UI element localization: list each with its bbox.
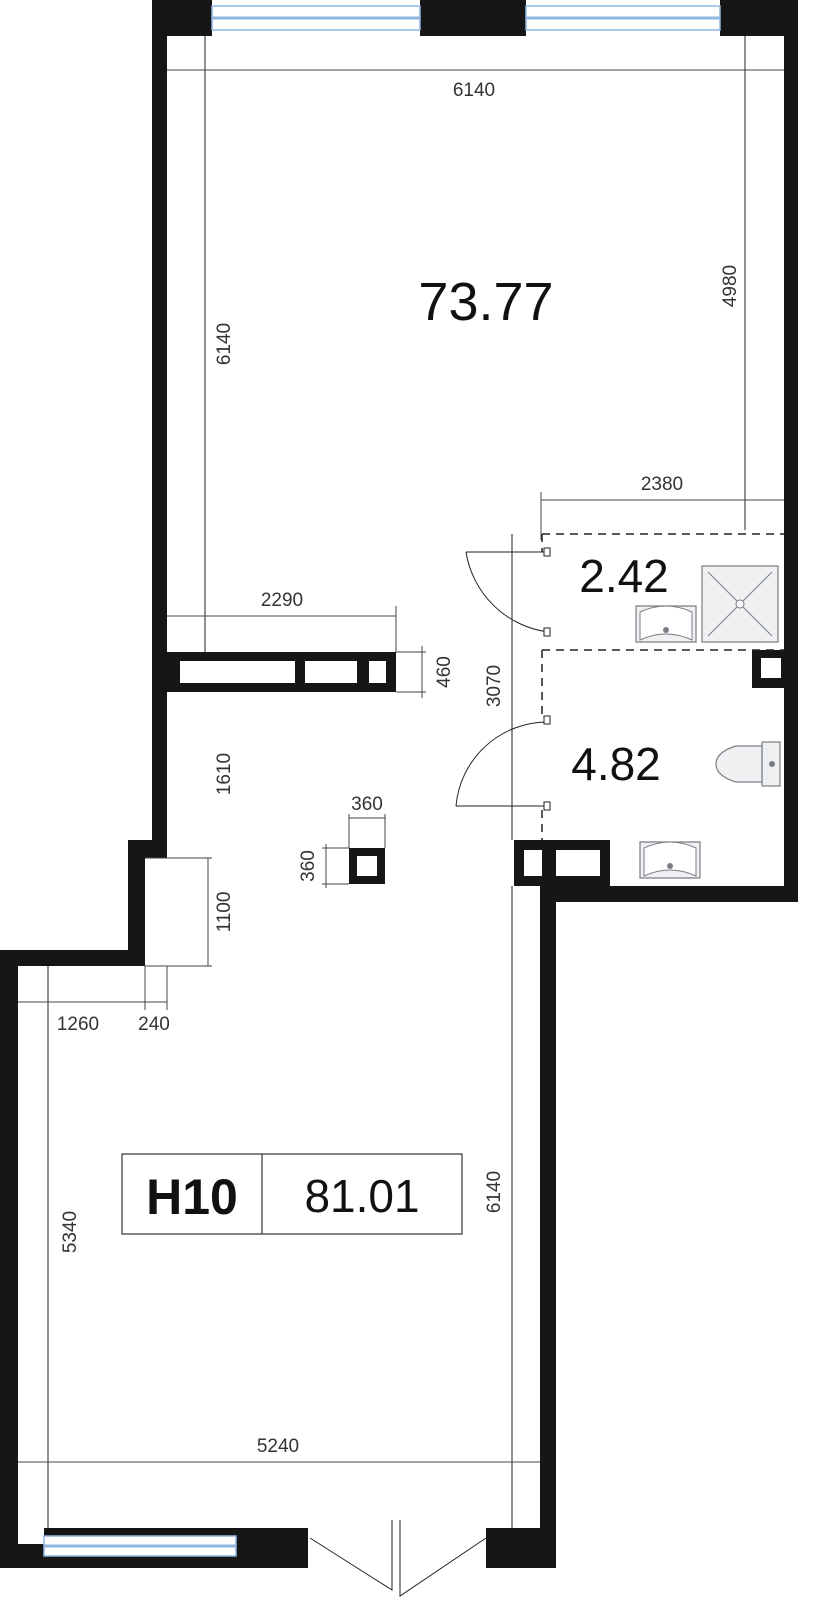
toilet-icon: [715, 741, 781, 787]
doors: [309, 547, 551, 1597]
windows: [43, 5, 721, 1557]
dim-lower-right-height: 6140: [484, 1171, 505, 1213]
dim-partition-width: 2290: [261, 590, 303, 611]
dim-left-mid-height: 1610: [214, 753, 235, 795]
unit-id: H10: [146, 1169, 238, 1225]
dim-column-height: 360: [298, 850, 319, 882]
door-swing-shower: [465, 551, 549, 633]
dimension-lines: [18, 69, 784, 1463]
door-swing-entrance-right: [399, 1520, 487, 1597]
dim-bath-width: 2380: [641, 474, 683, 495]
door-swing-entrance-left: [309, 1520, 393, 1591]
dim-partition-depth: 460: [434, 656, 455, 688]
dim-column-width: 360: [351, 794, 383, 815]
fixtures: [635, 565, 781, 879]
unit-label-box: [121, 1153, 463, 1235]
dim-step-offset: 1260: [57, 1014, 99, 1035]
walls: [0, 0, 798, 1568]
dim-bottom-width: 5240: [257, 1436, 299, 1457]
sink-icon: [639, 841, 701, 879]
room-area-labels: 73.77 2.42 4.82: [418, 272, 668, 790]
bathroom-outlines: [541, 533, 784, 840]
unit-label: H10 81.01: [121, 1153, 463, 1235]
door-swing-wc: [455, 721, 549, 807]
dim-step-height: 1100: [214, 892, 235, 933]
dim-top-width: 6140: [453, 80, 495, 101]
area-wc-room: 4.82: [571, 738, 661, 790]
dim-bath-height: 3070: [484, 665, 505, 707]
dim-right-upper-height: 4980: [720, 265, 741, 307]
shower-tray-icon: [701, 565, 779, 643]
dim-step-depth: 240: [138, 1014, 170, 1035]
dimension-labels: 6140 6140 4980 2380 2290 460 3070 1610 3…: [57, 80, 741, 1457]
area-shower-room: 2.42: [579, 550, 669, 602]
sink-icon: [635, 605, 697, 643]
dim-left-upper-height: 6140: [214, 323, 235, 365]
area-main-room: 73.77: [418, 272, 553, 332]
unit-total-area: 81.01: [304, 1170, 419, 1222]
dim-lower-left-height: 5340: [60, 1211, 81, 1253]
